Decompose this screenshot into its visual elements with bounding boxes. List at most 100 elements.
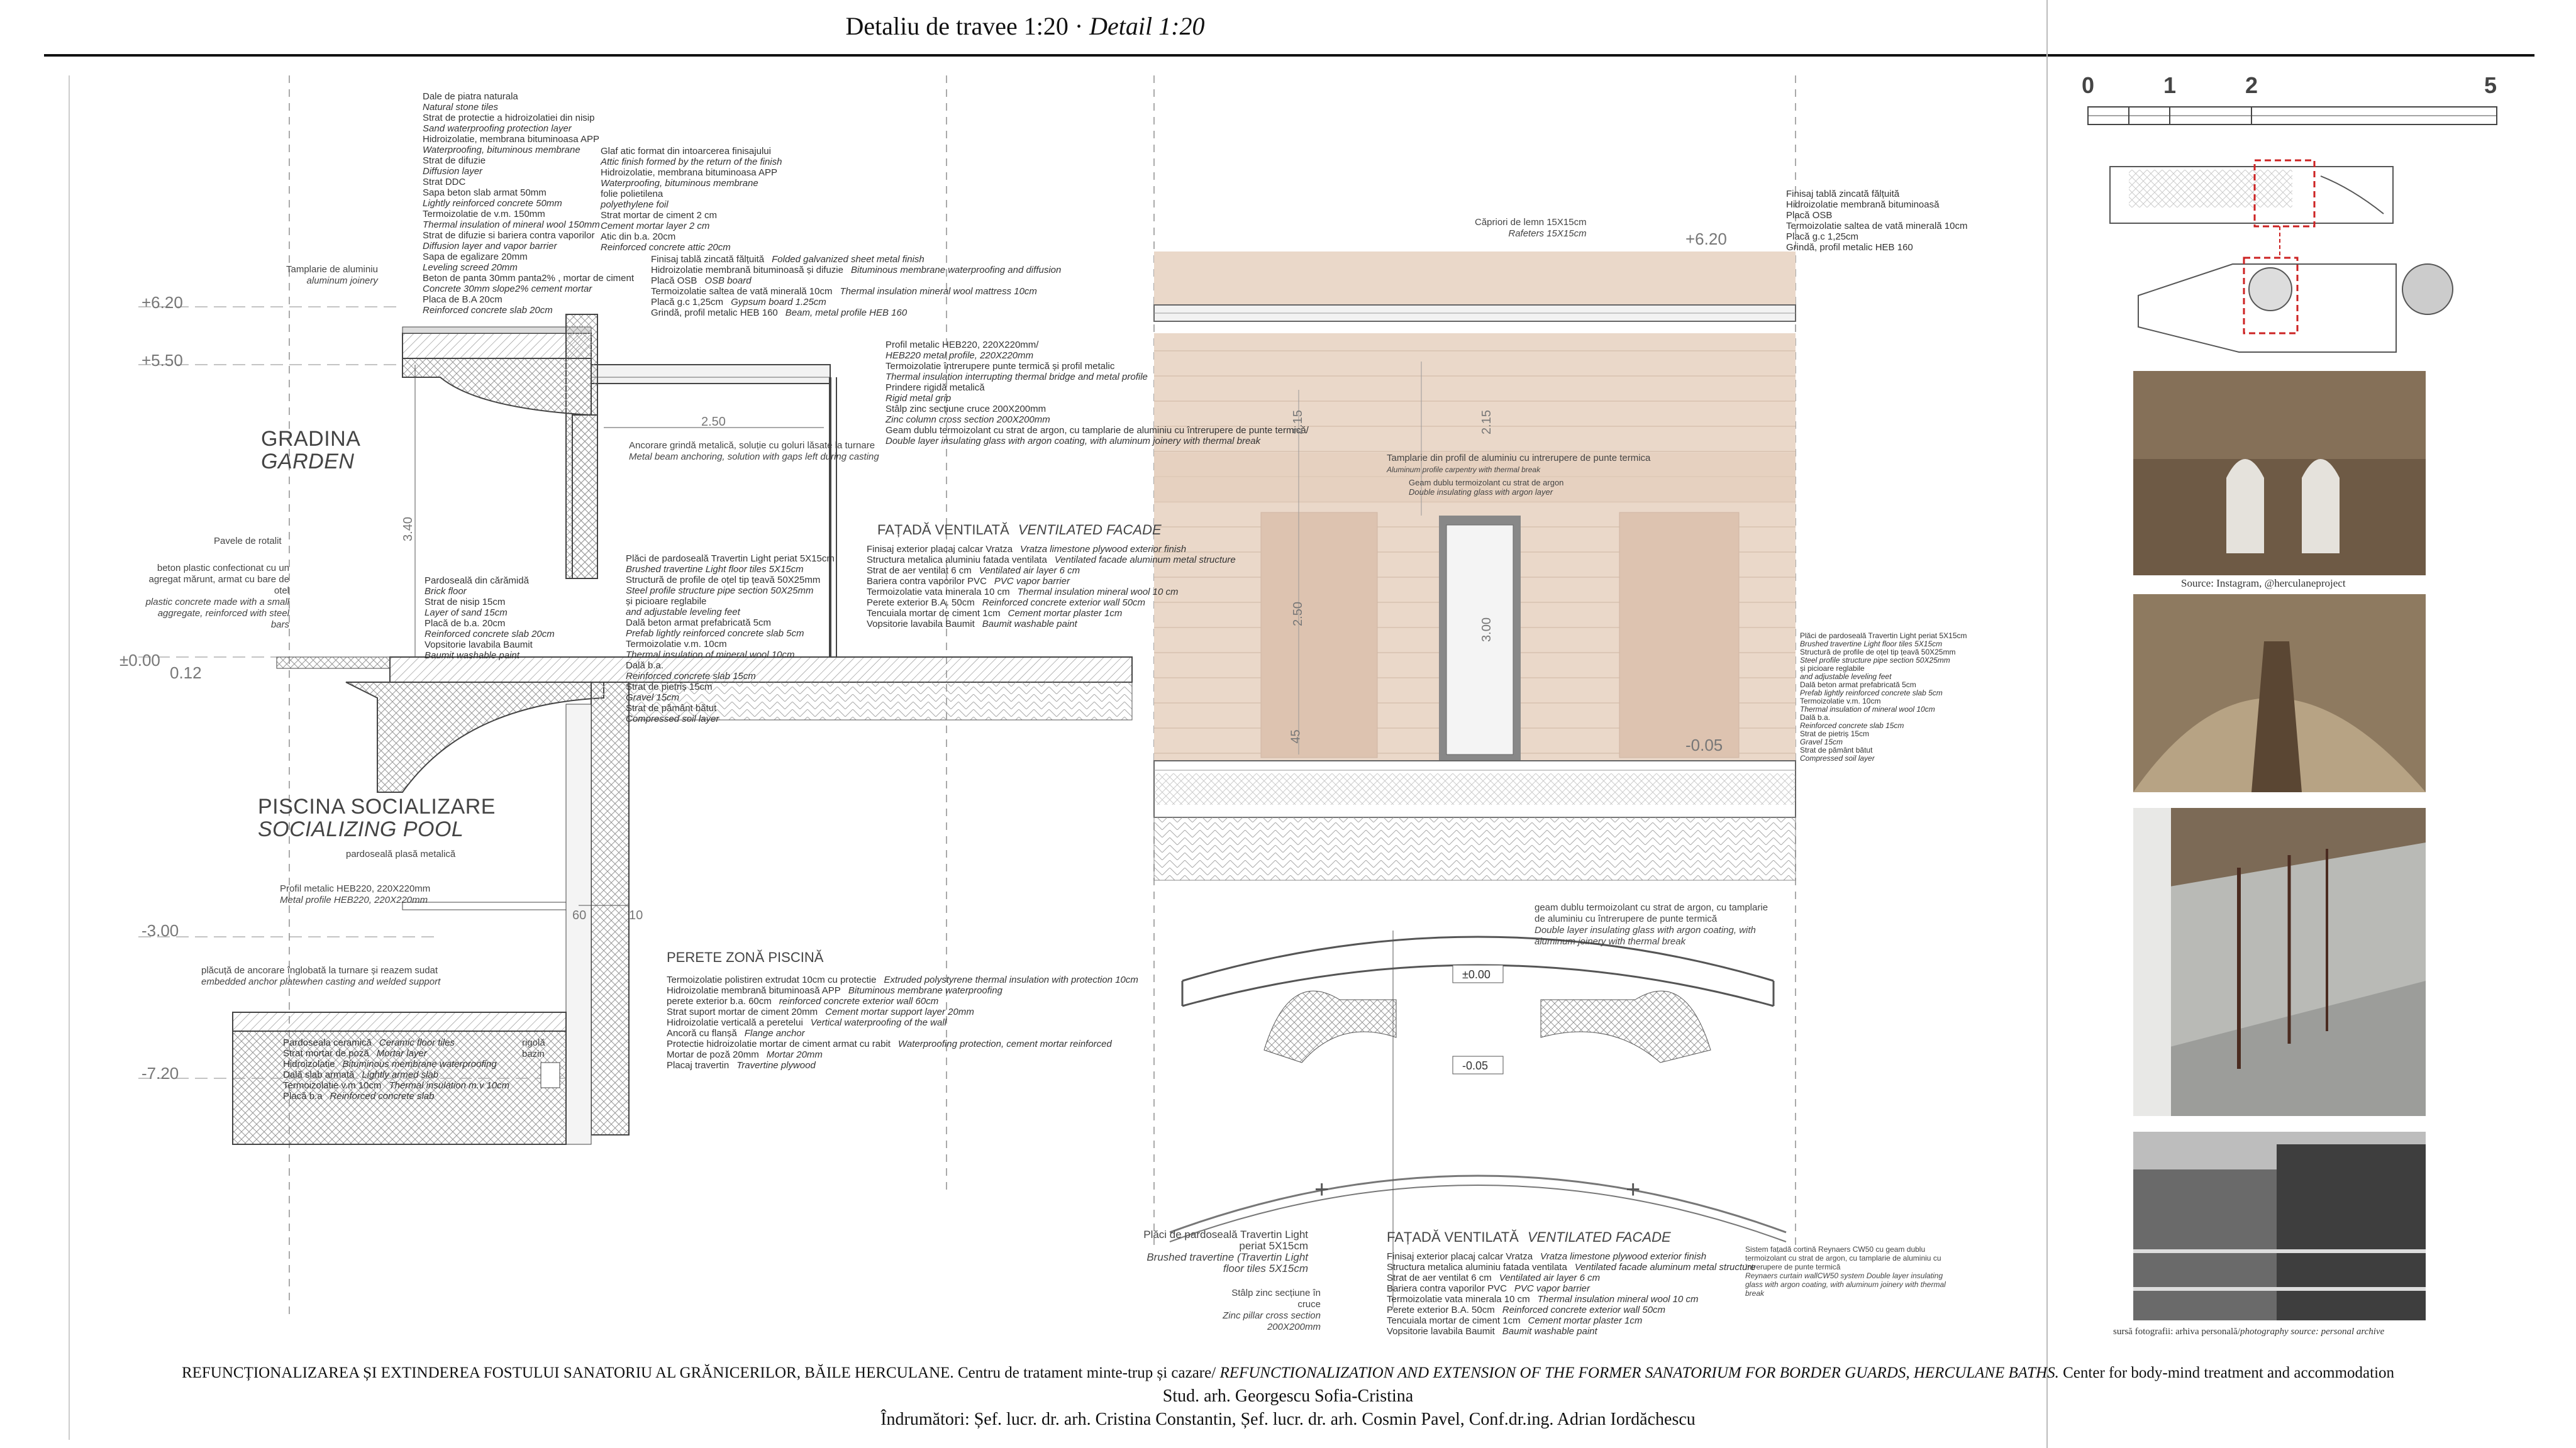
trav-right-row: Structură de profile de oțel tip țeavă 5… — [1800, 648, 1956, 665]
level-300: -3.00 — [142, 921, 179, 940]
plan-level-000: ±0.00 — [1462, 968, 1491, 981]
concrete-note: beton plastic confectionat cu un agregat… — [145, 563, 289, 630]
canopy-right-row: Finisaj tablă zincată fălțuită — [1786, 189, 1900, 199]
curtain-wall-note: Sistem fațadă cortină Reynaers CW50 cu g… — [1745, 1245, 1946, 1298]
facade-panel-right — [1619, 512, 1740, 758]
roof-layers-row: Strat DDC — [423, 177, 466, 187]
canopy-right-row: Placă OSB — [1786, 210, 1833, 221]
roof-layers-row: Strat de difuzie si bariera contra vapor… — [423, 230, 595, 251]
dim-215-a: 2.15 — [1291, 410, 1305, 434]
trav-right-row: Plăci de pardoseală Travertin Light peri… — [1800, 631, 1967, 648]
photo-balcony — [2133, 1132, 2426, 1320]
dim-215-b: 2.15 — [1479, 410, 1494, 434]
photo-interior-2 — [2133, 594, 2426, 792]
pillar-note: Stâlp zinc secțiune în cruce Zinc pillar… — [1223, 1288, 1321, 1332]
dim-340: 3.40 — [401, 517, 415, 541]
mid-level-620: +6.20 — [1685, 229, 1727, 248]
footer-advisors: Îndrumători: Șef. lucr. dr. arh. Cristin… — [880, 1410, 1696, 1429]
trav-left-row: Plăci de pardoseală Travertin Light peri… — [626, 553, 835, 575]
attic-layers-row: Glaf atic format din intoarcerea finisaj… — [601, 146, 782, 167]
attic-layers-note: Glaf atic format din intoarcerea finisaj… — [601, 146, 782, 253]
profile-notes-row: Profil metalic HEB220, 220X220mm/HEB220 … — [886, 340, 1039, 361]
photo-caption-2: sursă fotografii: arhiva personală/photo… — [2113, 1327, 2385, 1337]
rotalit-note: Pavele de rotalit — [214, 536, 282, 546]
title-ro: Detaliu de travee 1:20 · — [845, 12, 1084, 40]
vent-left-row: Structura metalica aluminiu fatada venti… — [867, 555, 1236, 565]
level-720: -7.20 — [142, 1064, 179, 1083]
room-pool: PISCINA SOCIALIZARE SOCIALIZING POOL — [258, 795, 496, 841]
wood-beam — [1154, 251, 1796, 305]
anchor-plate-note: plăcuță de ancorare înglobată la turnare… — [201, 965, 441, 987]
dim-10: 10 — [629, 909, 643, 922]
vent-mid-row: Structura metalica aluminiu fatada venti… — [1387, 1262, 1756, 1273]
svg-text:+: + — [1314, 1176, 1329, 1203]
travertine-layers-left: Plăci de pardoseală Travertin Light peri… — [626, 553, 835, 724]
rafters-note: Căpriori de lemn 15X15cm Rafeters 15X15c… — [1475, 217, 1587, 239]
level-550: +5.50 — [142, 351, 183, 370]
grate-note: pardoseală plasă metalică — [346, 849, 456, 859]
travertine-mid-note: Plăci de pardoseală Travertin Light peri… — [1143, 1229, 1308, 1274]
photo-caption-1: Source: Instagram, @herculaneproject — [2181, 577, 2346, 589]
heb-profile-note: Profil metalic HEB220, 220X220mm Metal p… — [280, 883, 431, 905]
title-en: Detail 1:20 — [1089, 12, 1205, 40]
pool-wall-layers: Termoizolatie polistiren extrudat 10cm c… — [667, 975, 1138, 1071]
canopy-right-row: Grindă, profil metalic HEB 160 — [1786, 242, 1913, 253]
door-glass-note: Geam dublu termoizolant cu strat de argo… — [1409, 478, 1564, 497]
profile-notes-row: Geam dublu termoizolant cu strat de argo… — [886, 425, 1309, 446]
facade-panel-left — [1260, 512, 1378, 758]
level-620: +6.20 — [142, 293, 183, 312]
rigola-note: rigolă bazin — [522, 1037, 545, 1059]
dim-300: 3.00 — [1479, 617, 1494, 642]
photo-colonnade — [2133, 808, 2426, 1116]
dim-60: 60 — [572, 909, 587, 922]
middle-elevation-drawing: + + — [1153, 75, 1796, 1308]
scale-tick-1: 1 — [2163, 72, 2177, 98]
trav-left-row: Dală b.a.Reinforced concrete slab 15cm — [626, 660, 756, 682]
